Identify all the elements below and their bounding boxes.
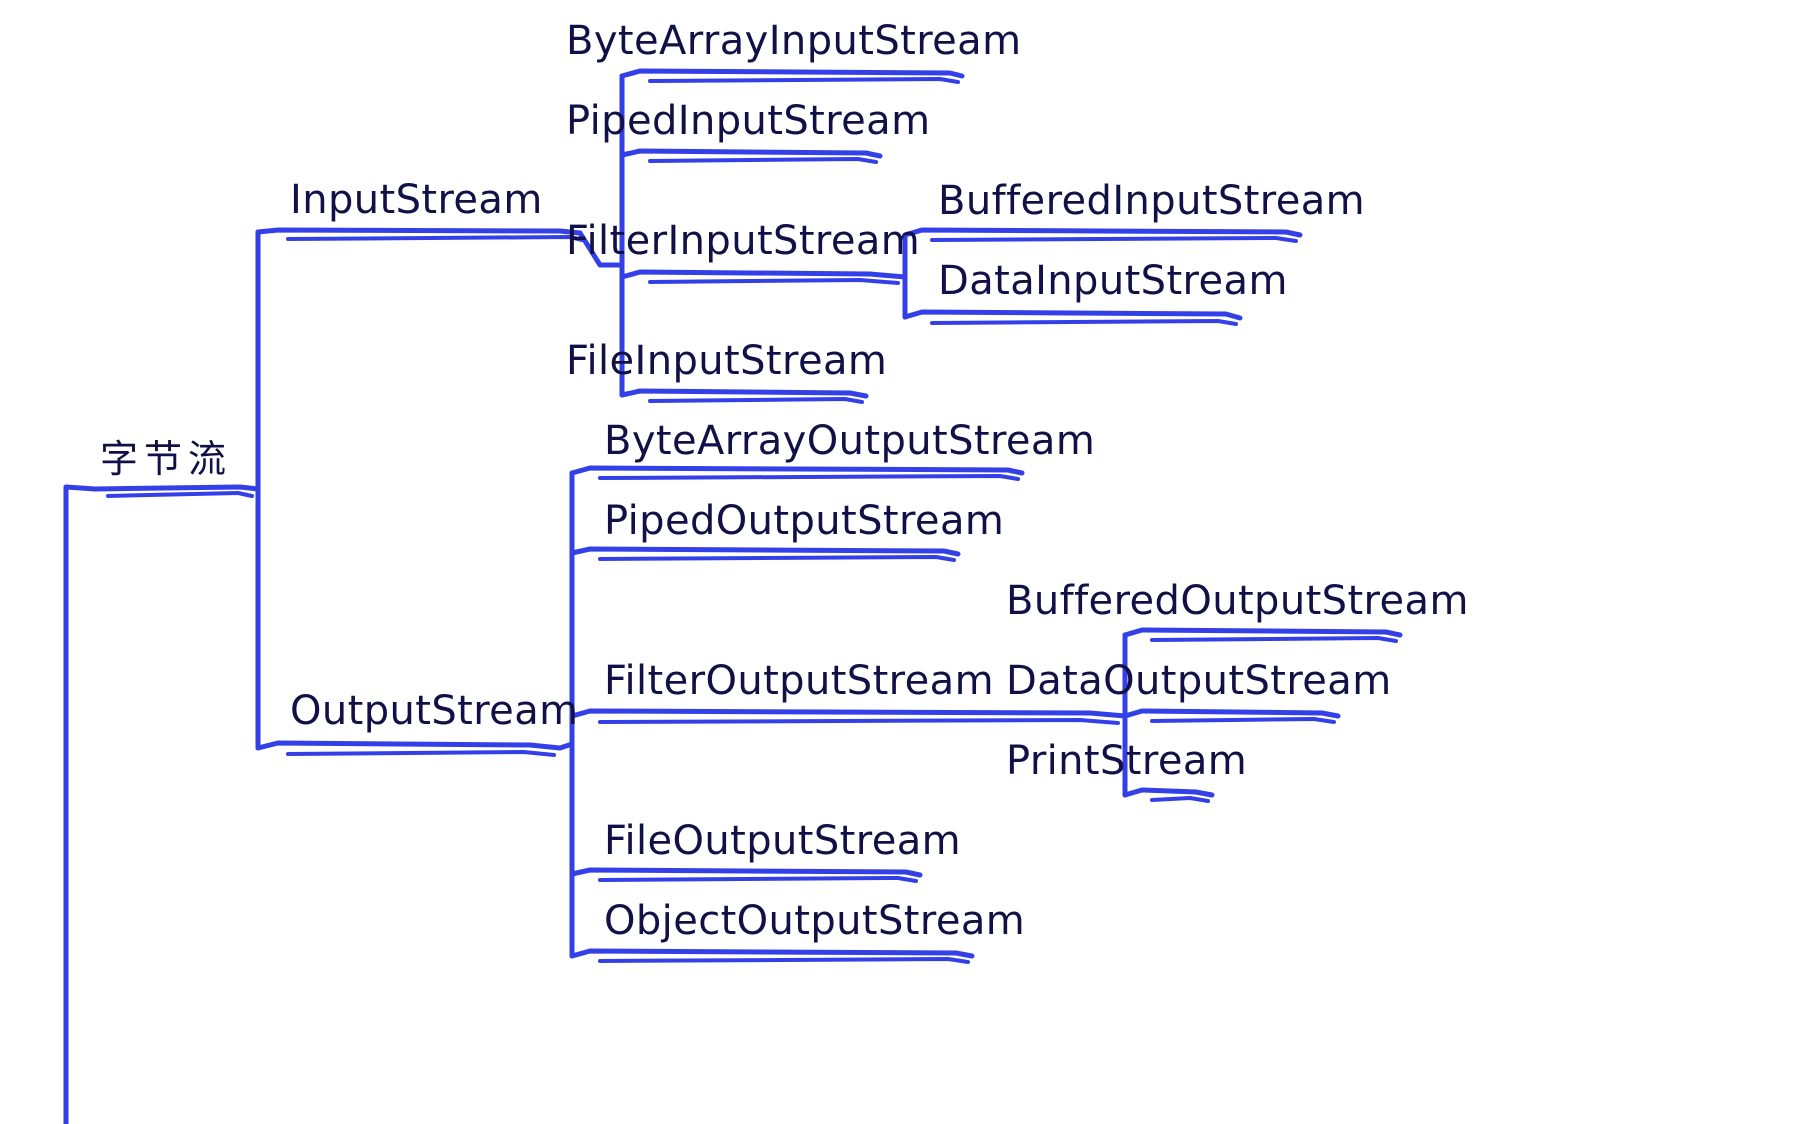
edge-outputstream-underline-2 bbox=[286, 750, 556, 757]
edge-printstream-underline-2 bbox=[1150, 796, 1210, 803]
node-label-fileinputstream[interactable]: FileInputStream bbox=[566, 338, 888, 384]
node-label-outputstream[interactable]: OutputStream bbox=[290, 688, 579, 734]
edge-outputstream-underline bbox=[255, 740, 563, 751]
edge-pipedinputstream-underline bbox=[619, 148, 883, 159]
edge-bufferedinputstream-underline bbox=[902, 227, 1303, 238]
edge-filterinputstream-underline bbox=[619, 269, 908, 280]
node-label-inputstream[interactable]: InputStream bbox=[290, 177, 543, 223]
edge-objectoutputstream-underline bbox=[569, 948, 975, 959]
edge-printstream-underline bbox=[1122, 787, 1215, 798]
node-label-datainputstream[interactable]: DataInputStream bbox=[938, 258, 1288, 304]
node-label-bufferedoutputstream[interactable]: BufferedOutputStream bbox=[1006, 578, 1469, 624]
edge-fileinputstream-underline bbox=[619, 388, 869, 399]
edge-fileoutputstream-underline-2 bbox=[598, 876, 918, 883]
edge-root-corner bbox=[63, 484, 98, 492]
edge-bytearrayinputstream-underline-2 bbox=[648, 77, 960, 84]
node-label-pipedinputstream[interactable]: PipedInputStream bbox=[566, 98, 931, 144]
edge-filteroutputstream-underline-2 bbox=[598, 718, 1120, 725]
node-label-dataoutputstream[interactable]: DataOutputStream bbox=[1006, 658, 1392, 704]
edge-bufferedoutputstream-underline-2 bbox=[1150, 636, 1398, 643]
edge-datainputstream-underline bbox=[902, 309, 1243, 321]
edge-bufferedinputstream-underline-2 bbox=[930, 236, 1298, 243]
edge-dataoutputstream-underline bbox=[1122, 708, 1341, 719]
edge-inputstream-underline bbox=[255, 227, 583, 236]
edge-objectoutputstream-underline-2 bbox=[598, 957, 970, 964]
edge-pipedoutputstream-underline bbox=[569, 546, 961, 557]
node-label-objectoutputstream[interactable]: ObjectOutputStream bbox=[604, 898, 1026, 944]
edge-datainputstream-underline-2 bbox=[930, 319, 1238, 326]
edge-pipedoutputstream-underline-2 bbox=[598, 555, 956, 562]
edge-root-underline bbox=[92, 484, 261, 492]
edge-fileinputstream-underline-2 bbox=[648, 397, 864, 404]
edge-fileoutputstream-underline bbox=[569, 867, 923, 878]
edge-dataoutputstream-underline-2 bbox=[1150, 717, 1336, 724]
edge-bytearrayoutputstream-underline-2 bbox=[598, 474, 1020, 481]
edge-bytearrayinputstream-underline bbox=[619, 68, 965, 79]
node-label-filterinputstream[interactable]: FilterInputStream bbox=[566, 218, 921, 264]
node-label-bytearrayoutputstream[interactable]: ByteArrayOutputStream bbox=[604, 418, 1096, 464]
node-label-bytearrayinputstream[interactable]: ByteArrayInputStream bbox=[566, 18, 1022, 64]
node-label-filteroutputstream[interactable]: FilterOutputStream bbox=[604, 658, 994, 704]
node-label-printstream[interactable]: PrintStream bbox=[1006, 738, 1248, 784]
node-label-bufferedinputstream[interactable]: BufferedInputStream bbox=[938, 178, 1366, 224]
node-label-root[interactable]: 字节流 bbox=[100, 437, 233, 481]
edge-inputstream-underline-2 bbox=[286, 235, 584, 242]
edge-filterinputstream-underline-2 bbox=[648, 278, 900, 285]
edge-pipedinputstream-underline-2 bbox=[648, 157, 878, 164]
edge-bufferedoutputstream-underline bbox=[1122, 627, 1403, 638]
edge-root-underline-2 bbox=[106, 491, 254, 498]
node-label-fileoutputstream[interactable]: FileOutputStream bbox=[604, 818, 962, 864]
node-label-pipedoutputstream[interactable]: PipedOutputStream bbox=[604, 498, 1005, 544]
edge-bytearrayoutputstream-underline bbox=[569, 465, 1025, 476]
edge-filteroutputstream-underline bbox=[569, 708, 1128, 719]
